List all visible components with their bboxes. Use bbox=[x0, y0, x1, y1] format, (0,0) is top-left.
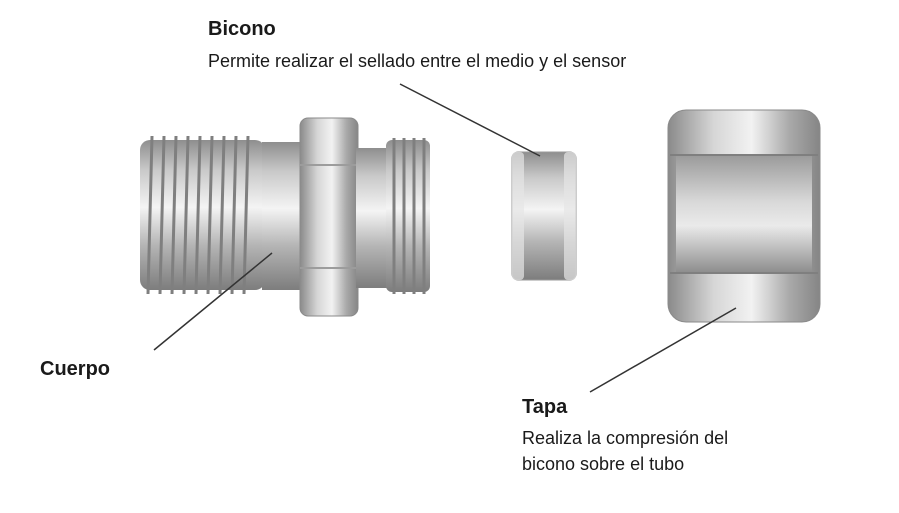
cap-nut-part bbox=[667, 109, 821, 323]
cap-nut-face bbox=[676, 155, 812, 273]
body-right-threads bbox=[392, 138, 426, 294]
tapa-leader-line bbox=[589, 307, 737, 393]
ferrule-part bbox=[511, 151, 577, 281]
cuerpo-title: Cuerpo bbox=[40, 358, 110, 380]
tapa-description-line1: Realiza la compresión del bbox=[522, 428, 729, 448]
body-part bbox=[140, 117, 430, 317]
cuerpo-leader-line bbox=[153, 252, 273, 351]
body-left-threads bbox=[146, 135, 250, 295]
body-right-neck bbox=[356, 148, 388, 288]
body-right-thread-section bbox=[386, 140, 430, 292]
tapa-title: Tapa bbox=[522, 396, 568, 418]
tapa-description-line2: bicono sobre el tubo bbox=[522, 454, 685, 474]
body-hex bbox=[299, 117, 359, 317]
bicono-description: Permite realizar el sellado entre el med… bbox=[208, 51, 627, 71]
body-neck bbox=[262, 142, 304, 290]
bicono-leader-line bbox=[399, 83, 541, 157]
bicono-title: Bicono bbox=[208, 18, 276, 40]
